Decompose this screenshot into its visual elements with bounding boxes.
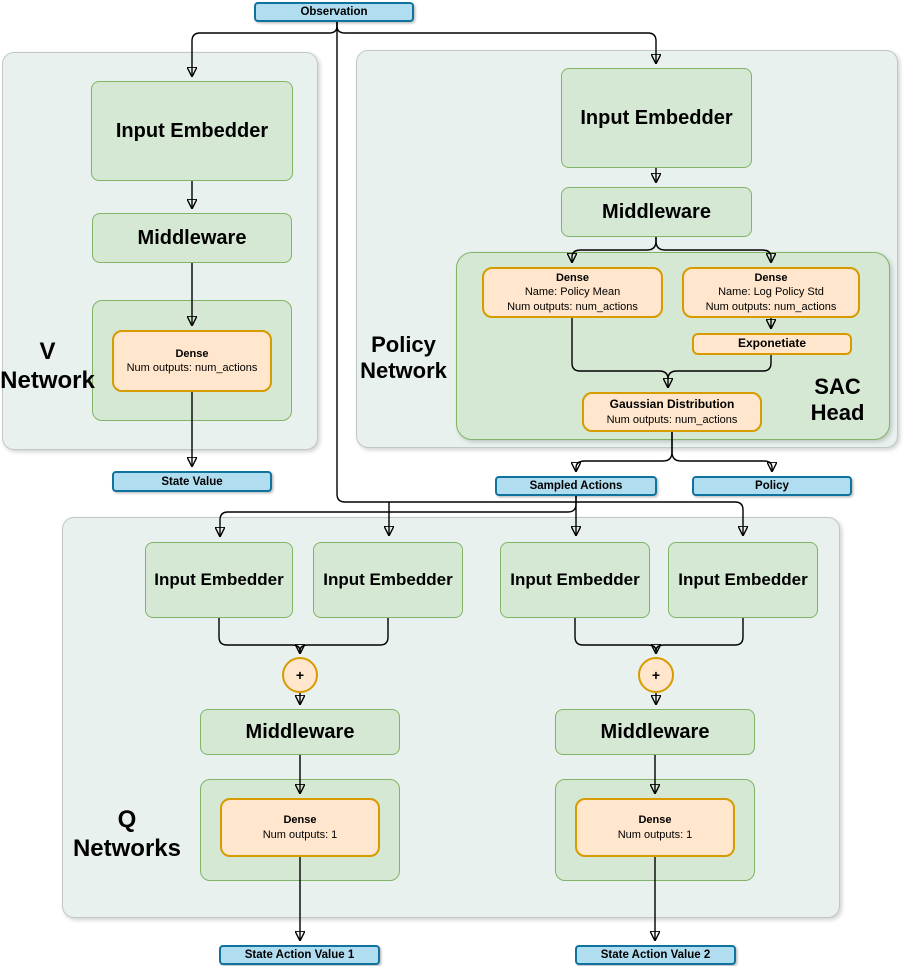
q1-middleware-node: Middleware [200, 709, 400, 755]
policy-input-embedder-node: Input Embedder [561, 68, 752, 168]
v-dense-node: Dense Num outputs: num_actions [112, 330, 272, 392]
observation-node: Observation [254, 2, 414, 22]
q2-action-input-embedder-node: Input Embedder [668, 542, 818, 618]
policy-network-title: Policy Network [360, 332, 447, 384]
state-value-node: State Value [112, 471, 272, 492]
q2-obs-input-embedder-node: Input Embedder [500, 542, 650, 618]
q1-action-input-embedder-node: Input Embedder [313, 542, 463, 618]
v-network-title: V Network [0, 338, 95, 394]
v-input-embedder-node: Input Embedder [91, 81, 293, 181]
dense-log-policy-std-node: Dense Name: Log Policy Std Num outputs: … [682, 267, 860, 318]
q2-dense-node: Dense Num outputs: 1 [575, 798, 735, 857]
q1-sum-node: + [282, 657, 318, 693]
state-action-value-2-node: State Action Value 2 [575, 945, 736, 965]
sampled-actions-node: Sampled Actions [495, 476, 657, 496]
gaussian-distribution-node: Gaussian Distribution Num outputs: num_a… [582, 392, 762, 432]
q1-dense-node: Dense Num outputs: 1 [220, 798, 380, 857]
observation-label: Observation [300, 6, 368, 18]
q2-middleware-node: Middleware [555, 709, 755, 755]
state-action-value-1-node: State Action Value 1 [219, 945, 380, 965]
exponetiate-node: Exponetiate [692, 333, 852, 355]
v-middleware-node: Middleware [92, 213, 292, 263]
policy-output-node: Policy [692, 476, 852, 496]
policy-middleware-node: Middleware [561, 187, 752, 237]
dense-policy-mean-node: Dense Name: Policy Mean Num outputs: num… [482, 267, 663, 318]
sac-head-title: SAC Head [810, 374, 865, 426]
q2-sum-node: + [638, 657, 674, 693]
q-networks-title: Q Networks [72, 806, 182, 862]
q1-obs-input-embedder-node: Input Embedder [145, 542, 293, 618]
